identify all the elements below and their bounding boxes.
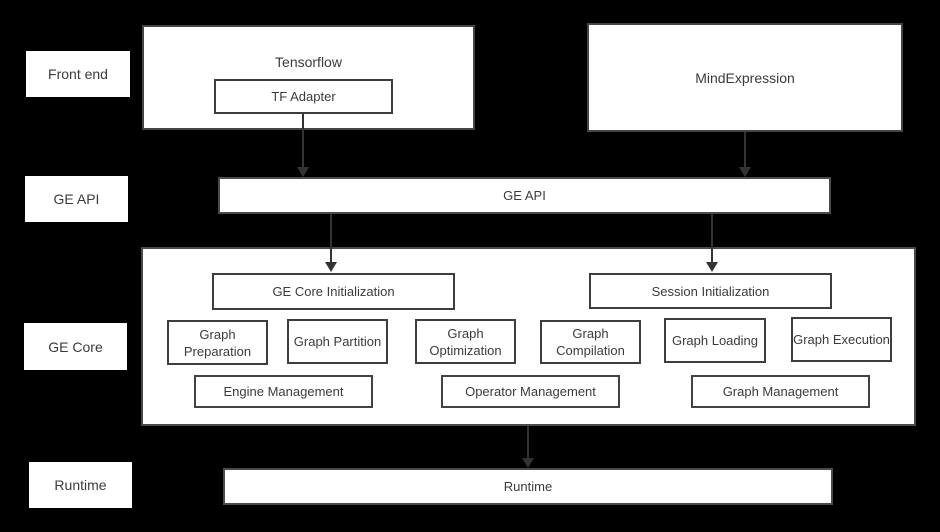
ge-api-bar-label: GE API bbox=[503, 188, 546, 203]
arrow-head-icon bbox=[522, 458, 534, 468]
operator-management-box: Operator Management bbox=[441, 375, 620, 408]
arrow-head-icon bbox=[297, 167, 309, 177]
arrow-head-icon bbox=[325, 262, 337, 272]
graph-optimization-box: Graph Optimization bbox=[415, 319, 516, 364]
arrow-ge-api-to-ge-core-initialization bbox=[324, 214, 338, 272]
layer-label-ge-api: GE API bbox=[25, 176, 128, 222]
runtime-bar-label: Runtime bbox=[503, 479, 553, 494]
tensorflow-title: Tensorflow bbox=[275, 54, 342, 70]
mindexpression-box: MindExpression bbox=[587, 23, 903, 132]
arrow-mindexpression-to-ge-api bbox=[738, 132, 752, 177]
arrow-stem bbox=[711, 214, 713, 264]
session-initialization-box: Session Initialization bbox=[589, 273, 832, 309]
arrow-stem bbox=[330, 214, 332, 264]
engine-management-box: Engine Management bbox=[194, 375, 373, 408]
tf-adapter-box: TF Adapter bbox=[214, 79, 393, 114]
runtime-bar: Runtime bbox=[223, 468, 833, 505]
layer-label-front-end: Front end bbox=[26, 51, 130, 97]
arrow-ge-core-to-runtime bbox=[521, 426, 535, 468]
layer-label-runtime: Runtime bbox=[29, 462, 132, 508]
arrow-head-icon bbox=[706, 262, 718, 272]
arrow-stem bbox=[744, 132, 746, 169]
ge-api-bar: GE API bbox=[218, 177, 831, 214]
graph-execution-box: Graph Execution bbox=[791, 317, 892, 362]
arrow-stem bbox=[302, 114, 304, 169]
ge-core-initialization-box: GE Core Initialization bbox=[212, 273, 455, 310]
mindexpression-label: MindExpression bbox=[695, 69, 795, 86]
arrow-stem bbox=[527, 426, 529, 460]
layer-label-ge-core: GE Core bbox=[24, 323, 127, 370]
arrow-tf-adapter-to-ge-api bbox=[296, 114, 310, 177]
arrow-head-icon bbox=[739, 167, 751, 177]
graph-partition-box: Graph Partition bbox=[287, 319, 388, 364]
graph-management-box: Graph Management bbox=[691, 375, 870, 408]
graph-compilation-box: Graph Compilation bbox=[540, 320, 641, 364]
graph-loading-box: Graph Loading bbox=[664, 318, 766, 363]
graph-preparation-box: Graph Preparation bbox=[167, 320, 268, 365]
arrow-ge-api-to-session-initialization bbox=[705, 214, 719, 272]
